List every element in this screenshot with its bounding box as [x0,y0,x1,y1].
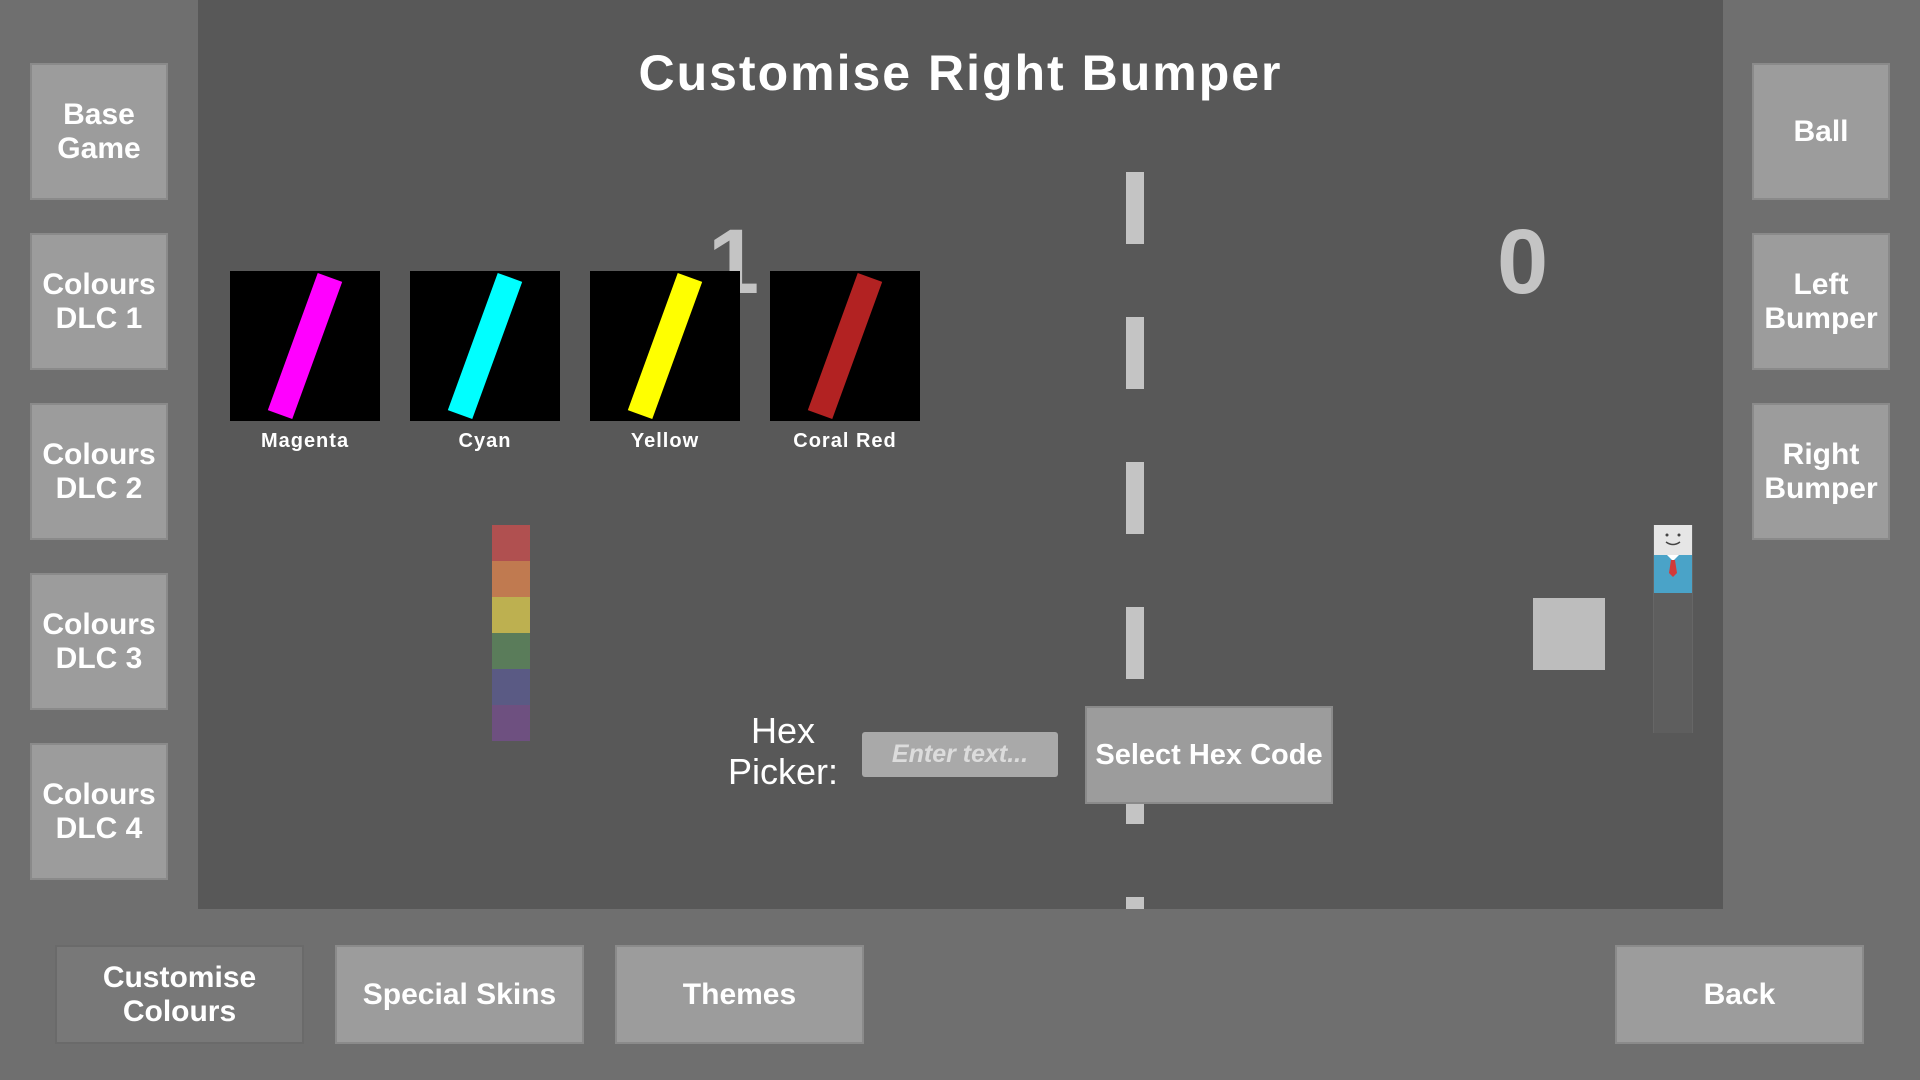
hex-input[interactable] [862,732,1058,777]
back-button[interactable]: Back [1615,945,1864,1044]
skin-swatch [447,272,523,420]
center-line-dash [1126,317,1144,389]
page-title: Customise Right Bumper [638,45,1283,101]
base-game-button[interactable]: Base Game [30,63,168,200]
skin-swatch [807,272,883,420]
skin-label: Yellow [630,430,700,452]
center-line-dash [1126,607,1144,679]
paddle-segment [492,525,530,561]
skin-swatch [627,272,703,420]
left-paddle [492,525,530,741]
skin-cyan[interactable] [410,271,560,421]
colours-dlc-3-button[interactable]: Colours DLC 3 [30,573,168,710]
paddle-segment [492,561,530,597]
themes-button[interactable]: Themes [615,945,864,1044]
ball-button[interactable]: Ball [1752,63,1890,200]
tie-icon [1667,555,1679,577]
center-line-dash [1126,897,1144,909]
right-score: 0 [1497,211,1549,313]
paddle-segment [492,669,530,705]
paddle-segment [492,633,530,669]
ball [1533,598,1605,670]
paddle-segment [492,705,530,741]
left-bumper-button[interactable]: Left Bumper [1752,233,1890,370]
colours-dlc-2-button[interactable]: Colours DLC 2 [30,403,168,540]
skin-magenta[interactable] [230,271,380,421]
colours-dlc-1-button[interactable]: Colours DLC 1 [30,233,168,370]
skin-label: Cyan [458,430,512,452]
skin-label: Magenta [260,430,350,452]
special-skins-button[interactable]: Special Skins [335,945,584,1044]
skin-swatch [267,272,343,420]
paddle-face-icon [1654,525,1692,555]
colours-dlc-4-button[interactable]: Colours DLC 4 [30,743,168,880]
paddle-segment [492,597,530,633]
skin-coral-red[interactable] [770,271,920,421]
center-line-dash [1126,462,1144,534]
center-line-dash [1126,172,1144,244]
hex-picker-label: Hex Picker: [727,710,839,792]
skin-label: Coral Red [793,430,897,452]
customise-colours-button[interactable]: Customise Colours [55,945,304,1044]
select-hex-code-button[interactable]: Select Hex Code [1085,706,1333,804]
skin-yellow[interactable] [590,271,740,421]
right-bumper-button[interactable]: Right Bumper [1752,403,1890,540]
right-paddle [1653,525,1693,733]
